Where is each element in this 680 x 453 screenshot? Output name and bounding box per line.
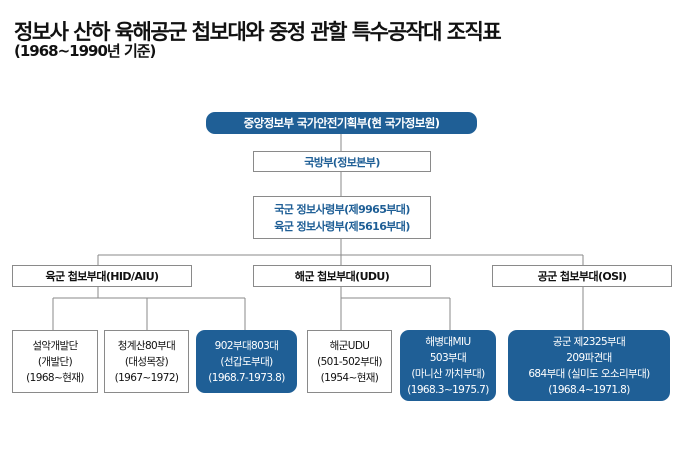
unit-line: 503부대 <box>429 351 467 364</box>
unit-navy-udu: 해군UDU (501-502부대) (1954~현재) <box>307 330 392 393</box>
unit-line: (501-502부대) <box>317 355 382 368</box>
unit-line: (1968.7-1973.8) <box>208 371 285 384</box>
unit-line: (선갑도부대) <box>220 355 273 368</box>
unit-902: 902부대803대 (선갑도부대) (1968.7-1973.8) <box>196 330 297 393</box>
unit-line: (1954~현재) <box>320 371 379 384</box>
chart-title: 정보사 산하 육해공군 첩보대와 중정 관할 특수공작대 조직표 <box>14 20 502 44</box>
unit-line: 설악개발단 <box>32 339 78 352</box>
branch-army: 육군 첩보부대(HID/AIU) <box>12 265 192 287</box>
unit-line: 공군 제2325부대 <box>552 335 626 348</box>
command-box: 국군 정보사령부(제9965부대) 육군 정보사령부(제5616부대) <box>253 196 431 239</box>
branch-label: 공군 첩보부대(OSI) <box>537 270 627 283</box>
unit-line: 해군UDU <box>329 339 370 352</box>
unit-line: 청계산80부대 <box>117 339 176 352</box>
unit-line: 902부대803대 <box>214 339 279 352</box>
unit-line: (마니산 까치부대) <box>411 367 485 380</box>
unit-airforce-2325: 공군 제2325부대 209파견대 684부대 (실미도 오소리부대) (1968.4… <box>508 330 670 401</box>
unit-line: 209파견대 <box>566 351 612 364</box>
branch-label: 육군 첩보부대(HID/AIU) <box>45 270 160 283</box>
unit-line: (1968~현재) <box>26 371 84 384</box>
unit-line: (대성목장) <box>124 355 169 368</box>
mnd-label: 국방부(정보본부) <box>304 155 380 169</box>
nis-label: 중앙정보부 국가안전기획부(현 국가정보원) <box>243 116 440 130</box>
mnd-box: 국방부(정보본부) <box>253 151 431 172</box>
branch-label: 해군 첩보부대(UDU) <box>294 270 390 283</box>
unit-seorak: 설악개발단 (개발단) (1968~현재) <box>12 330 98 393</box>
unit-marine-miu: 해병대MIU 503부대 (마니산 까치부대) (1968.3~1975.7) <box>400 330 496 401</box>
unit-line: (1968.3~1975.7) <box>407 383 489 396</box>
unit-line: (1967~1972) <box>114 371 179 384</box>
nis-box: 중앙정보부 국가안전기획부(현 국가정보원) <box>206 112 477 134</box>
unit-line: 684부대 (실미도 오소리부대) <box>528 367 650 380</box>
branch-navy: 해군 첩보부대(UDU) <box>253 265 431 287</box>
unit-line: (개발단) <box>37 355 73 368</box>
chart-subtitle: (1968~1990년 기준) <box>14 42 156 60</box>
unit-cheonggyesan: 청계산80부대 (대성목장) (1967~1972) <box>104 330 189 393</box>
unit-line: (1968.4~1971.8) <box>548 383 630 396</box>
command-line: 육군 정보사령부(제5616부대) <box>274 219 410 233</box>
command-line: 국군 정보사령부(제9965부대) <box>274 202 410 216</box>
branch-airforce: 공군 첩보부대(OSI) <box>492 265 672 287</box>
unit-line: 해병대MIU <box>425 335 471 348</box>
